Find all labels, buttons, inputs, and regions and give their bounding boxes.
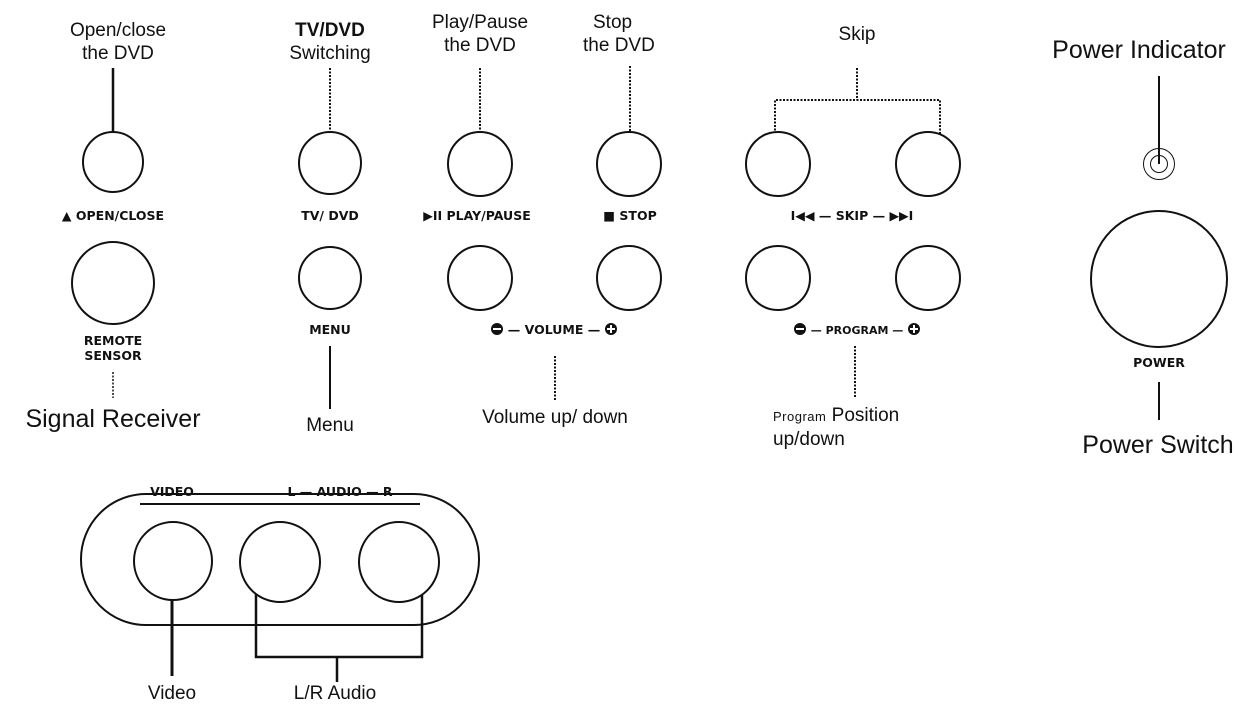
label-audio: L — AUDIO — R (287, 484, 393, 499)
audio-left-jack[interactable] (239, 521, 321, 603)
video-jack[interactable] (133, 521, 213, 601)
callout-volume: Volume up/ down (482, 407, 628, 428)
label-play-pause: ▶II PLAY/PAUSE (423, 208, 531, 223)
power-indicator-led-inner (1150, 155, 1168, 173)
callout-program: Program Position up/down (773, 404, 973, 451)
audio-right-jack[interactable] (358, 521, 440, 603)
program-minus-icon (794, 323, 807, 335)
callout-lr-audio: L/R Audio (293, 683, 377, 704)
label-remote-line1: REMOTE (83, 333, 143, 348)
callout-program-small: Program (773, 409, 827, 424)
skip-back-button[interactable] (745, 131, 811, 197)
volume-minus-icon (491, 323, 504, 335)
callout-program-line2: up/down (773, 429, 845, 450)
remote-sensor-window (71, 241, 155, 325)
callout-signal-receiver: Signal Receiver (25, 405, 201, 433)
callout-tvdvd: TV/DVD Switching (265, 19, 395, 65)
callout-play-line1: Play/Pause (431, 12, 529, 33)
label-video: VIDEO (150, 484, 194, 499)
callout-tvdvd-line2: Switching (289, 43, 371, 64)
volume-plus-icon (604, 323, 617, 335)
skip-forward-button[interactable] (895, 131, 961, 197)
callout-play-pause: Play/Pause the DVD (415, 11, 545, 57)
label-program: — PROGRAM — (762, 322, 952, 338)
program-down-button[interactable] (745, 245, 811, 311)
callout-power-switch: Power Switch (1082, 431, 1234, 459)
label-remote-line2: SENSOR (84, 348, 142, 363)
callout-power-indicator: Power Indicator (1052, 36, 1226, 64)
callout-stop-line1: Stop (593, 12, 633, 33)
volume-up-button[interactable] (596, 245, 662, 311)
volume-down-button[interactable] (447, 245, 513, 311)
callout-stop: Stop the DVD (583, 11, 693, 57)
label-menu: MENU (309, 322, 351, 337)
callout-program-line1: Position (831, 405, 900, 426)
tv-dvd-button[interactable] (298, 131, 362, 195)
label-tv-dvd: TV/ DVD (301, 208, 359, 223)
callout-video: Video (147, 683, 197, 704)
label-open-close: ▲ OPEN/CLOSE (61, 208, 165, 223)
callout-tvdvd-line1: TV/DVD (295, 20, 365, 41)
callout-menu: Menu (306, 415, 354, 436)
label-volume-text: — VOLUME — (507, 322, 601, 337)
power-button[interactable] (1090, 210, 1228, 348)
label-program-text: — PROGRAM — (810, 324, 904, 337)
callout-open-close-line2: the DVD (82, 43, 154, 64)
label-skip: I◀◀ — SKIP — ▶▶I (790, 208, 914, 223)
label-power: POWER (1133, 355, 1185, 370)
program-up-button[interactable] (895, 245, 961, 311)
stop-button[interactable] (596, 131, 662, 197)
callout-stop-line2: the DVD (583, 35, 655, 56)
av-jack-panel (80, 493, 480, 626)
label-remote-sensor: REMOTE SENSOR (63, 333, 163, 363)
power-indicator-led (1143, 148, 1175, 180)
label-volume: — VOLUME — (464, 322, 644, 337)
label-stop: ■ STOP (603, 208, 657, 223)
menu-button[interactable] (298, 246, 362, 310)
callout-skip: Skip (838, 24, 876, 45)
play-pause-button[interactable] (447, 131, 513, 197)
open-close-button[interactable] (82, 131, 144, 193)
callout-open-close-line1: Open/close (69, 20, 167, 41)
callout-play-line2: the DVD (444, 35, 516, 56)
program-plus-icon (907, 323, 920, 335)
callout-open-close: Open/close the DVD (58, 19, 178, 65)
